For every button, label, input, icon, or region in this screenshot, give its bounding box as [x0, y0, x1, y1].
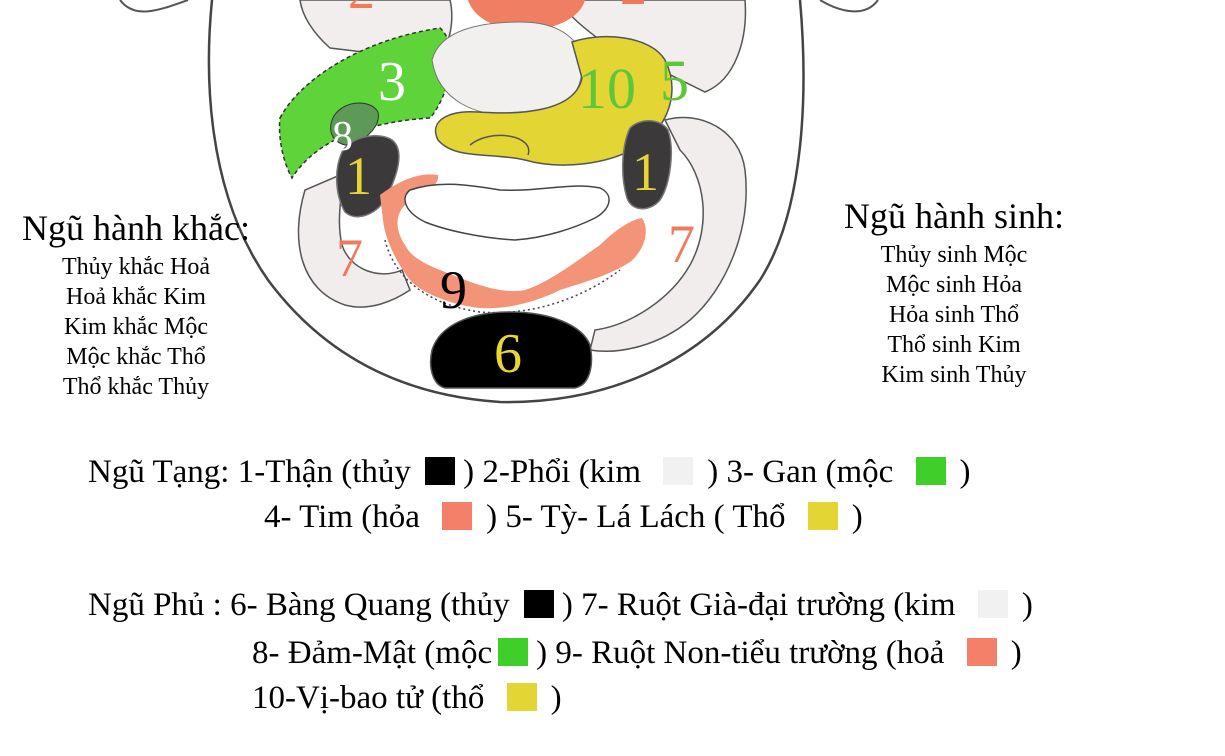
khac-item: Thổ khắc Thủy	[62, 374, 210, 400]
sinh-item: Thủy sinh Mộc	[880, 242, 1028, 268]
swatch-thuy	[425, 457, 456, 485]
label-1-right: 1	[632, 142, 659, 202]
phu-legend-line-3: 10-Vị-bao tử (thổ )	[252, 678, 562, 718]
swatch-moc	[498, 638, 529, 666]
tang-item-1: 1-Thận (thủy	[237, 454, 420, 490]
phu-item-8: 8- Đảm-Mật (mộc	[252, 635, 493, 671]
sinh-item: Hỏa sinh Thổ	[888, 302, 1020, 328]
right-ear	[819, 0, 879, 13]
phu-item-6: 6- Bàng Quang (thủy	[230, 587, 518, 623]
phu-item-9: 9- Ruột Non-tiểu trường (hoả	[555, 635, 953, 671]
paren: )	[1021, 587, 1033, 623]
label-7-left: 7	[336, 228, 363, 288]
intestine-boundary	[384, 239, 621, 314]
label-3: 3	[378, 51, 406, 113]
swatch-moc	[915, 457, 946, 485]
phu-item-7: 7- Ruột Già-đại trường (kim	[581, 587, 964, 623]
paren: )	[959, 454, 971, 490]
label-5: 5	[660, 48, 689, 113]
tang-item-4: 4- Tim (hỏa	[264, 499, 429, 535]
kidney-right	[621, 120, 673, 210]
khac-item: Mộc khắc Thổ	[66, 344, 206, 370]
paren: )	[1010, 635, 1022, 671]
swatch-thuy	[523, 590, 554, 618]
stomach	[435, 35, 673, 166]
small-intestine	[380, 174, 646, 309]
label-9: 9	[440, 260, 467, 320]
tang-legend-line-1: Ngũ Tạng: 1-Thận (thủy ) 2-Phổi (kim ) 3…	[88, 452, 971, 492]
central-white	[431, 21, 583, 116]
tang-item-5: 5- Tỳ- Lá Lách ( Thổ	[505, 499, 794, 535]
organ-diagram: 2 2 3 10 5 8 1 1 7 7 9 6	[119, 0, 879, 404]
label-10: 10	[578, 56, 636, 121]
center-loop	[404, 183, 610, 241]
label-1-left: 1	[345, 146, 372, 206]
face-outline	[207, 0, 805, 404]
colon-right	[589, 116, 747, 352]
khac-item: Thủy khắc Hoả	[62, 254, 210, 280]
swatch-kim	[663, 457, 694, 485]
sinh-block: Ngũ hành sinh: Thủy sinh Mộc Mộc sinh Hỏ…	[826, 196, 1082, 390]
sinh-title: Ngũ hành sinh:	[844, 196, 1064, 236]
tang-item-2: 2-Phổi (kim	[482, 454, 650, 490]
paren: )	[561, 587, 582, 623]
label-8: 8	[332, 114, 353, 160]
paren: )	[550, 680, 562, 716]
phu-legend-line-1: Ngũ Phủ : 6- Bàng Quang (thủy ) 7- Ruột …	[88, 585, 1033, 625]
swatch-hoa	[966, 638, 997, 666]
label-2-left: 2	[348, 0, 375, 20]
label-7-right: 7	[668, 214, 695, 274]
sinh-item: Mộc sinh Hỏa	[886, 272, 1022, 298]
phu-prefix: Ngũ Phủ :	[88, 587, 231, 623]
label-2-right: 2	[620, 0, 647, 16]
sinh-item: Kim sinh Thủy	[881, 362, 1027, 388]
phu-item-10: 10-Vị-bao tử (thổ	[252, 680, 493, 716]
swatch-tho	[506, 683, 537, 711]
khac-item: Kim khắc Mộc	[64, 314, 208, 340]
paren: )	[486, 499, 506, 535]
paren: )	[536, 635, 556, 671]
tang-item-3: 3- Gan (mộc	[726, 454, 902, 490]
phu-legend-line-2: 8- Đảm-Mật (mộc) 9- Ruột Non-tiểu trường…	[252, 633, 1022, 673]
stomach-fold	[469, 134, 530, 156]
liver	[278, 27, 452, 180]
khac-title: Ngũ hành khắc:	[22, 208, 250, 248]
paren: )	[463, 454, 483, 490]
gall-bladder	[330, 102, 379, 146]
swatch-kim	[977, 590, 1008, 618]
colon-left	[297, 173, 411, 308]
tang-legend-line-2: 4- Tim (hỏa ) 5- Tỳ- Lá Lách ( Thổ )	[264, 497, 863, 537]
paren: )	[851, 499, 863, 535]
label-6: 6	[494, 323, 522, 385]
swatch-tho	[807, 502, 838, 530]
swatch-hoa	[442, 502, 473, 530]
khac-block: Ngũ hành khắc: Thủy khắc Hoả Hoả khắc Ki…	[0, 208, 272, 402]
tang-prefix: Ngũ Tạng:	[88, 454, 238, 490]
bladder	[429, 311, 593, 389]
left-ear	[119, 0, 189, 13]
khac-item: Hoả khắc Kim	[66, 284, 206, 310]
paren: )	[707, 454, 727, 490]
sinh-item: Thổ sinh Kim	[887, 332, 1021, 358]
